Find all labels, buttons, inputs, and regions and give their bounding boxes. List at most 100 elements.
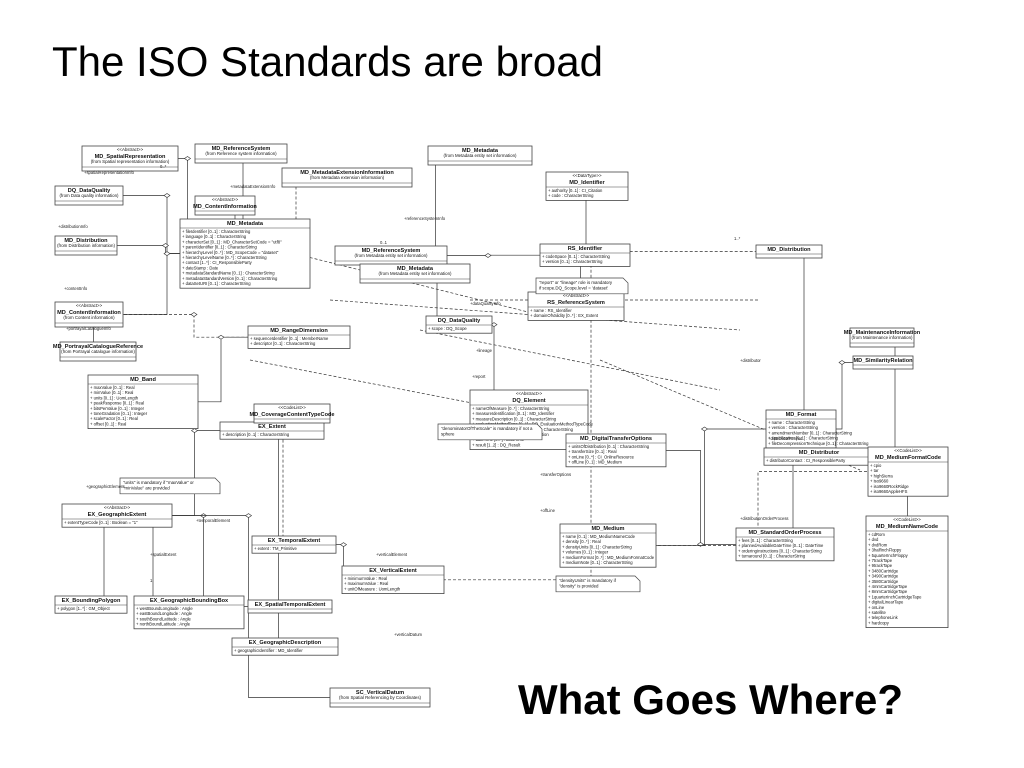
class-name: MD_Medium xyxy=(592,526,625,532)
class-name: MD_ReferenceSystem xyxy=(362,248,421,254)
class-attribute: + mediumFormat [0..*] : MD_MediumFormatC… xyxy=(562,555,655,560)
class-attribute: + density [0..*] : Real xyxy=(562,539,601,544)
note-text: "densityUnits" is mandatory if xyxy=(559,578,617,583)
class-attribute: + metadataStandardName [0..1] : Characte… xyxy=(182,271,275,276)
class-package: (from Portrayal catalogue information) xyxy=(61,349,135,354)
class-name: MD_Metadata xyxy=(227,221,264,227)
uml-class-box: MD_StandardOrderProcess+ fees [0..1] : C… xyxy=(735,527,835,562)
role-label: +dataQualityInfo xyxy=(470,301,501,306)
class-attribute: + southBoundLatitude : Angle xyxy=(136,616,192,621)
class-package: (from Data quality information) xyxy=(59,193,119,198)
uml-class-box: <<DataType>>MD_Identifier+ authority [0.… xyxy=(545,171,629,201)
class-name: EX_BoundingPolygon xyxy=(62,598,121,604)
class-stereotype: <<CodeList>> xyxy=(894,448,922,453)
uml-class-box: MD_Metadata(from Metadata entity set inf… xyxy=(359,263,471,284)
class-attribute: + fileDecompressionTechnique [0..1] : Ch… xyxy=(768,441,869,446)
uml-note: "denominatorOfTheScale" is mandatory if … xyxy=(437,423,543,441)
class-attribute: + minValue [0..1] : Real xyxy=(90,390,133,395)
class-attribute: + northBoundLatitude : Angle xyxy=(136,622,191,627)
class-attribute: + version : CharacterString xyxy=(768,425,819,430)
uml-class-box: MD_MaintenanceInformation(from Maintenan… xyxy=(844,327,921,348)
class-name: MD_Metadata xyxy=(397,266,434,272)
uml-class-box: EX_TemporalExtent+ extent : TM_Primitive xyxy=(251,535,337,554)
class-stereotype: <<Abstract>> xyxy=(516,391,543,396)
class-attribute: + iso9660AppleHFS xyxy=(870,489,908,494)
role-label: +geographicElement xyxy=(86,484,125,489)
slide-title: The ISO Standards are broad xyxy=(52,38,603,85)
uml-class-box: MD_Metadata+ fileIdentifier [0..1] : Cha… xyxy=(179,218,311,289)
class-name: EX_Extent xyxy=(258,424,286,430)
class-attribute: + telephoneLink xyxy=(868,615,899,620)
class-package: (from Metadata extension information) xyxy=(310,175,385,180)
class-package: (from Metadata entity set information) xyxy=(355,253,429,258)
class-attribute: + name : CharacterString xyxy=(768,420,816,425)
class-attribute: + measureIdentification [0..1] : MD_Iden… xyxy=(472,411,555,416)
role-label: +offLine xyxy=(540,508,556,513)
uml-note: "units" is mandatory if "maxValue" or"mi… xyxy=(119,477,221,495)
class-name: MD_Distribution xyxy=(64,238,108,244)
class-attribute: + hierarchyLevel [0..*] : MD_ScopeCode =… xyxy=(182,250,279,255)
class-attribute: + transferSize [0..1] : Real xyxy=(568,449,617,454)
uml-class-box: MD_RangeDimension+ sequenceIdentifier [0… xyxy=(247,325,351,349)
class-stereotype: <<Abstract>> xyxy=(117,147,144,152)
class-attribute: + domainOfValidity [0..*] : EX_Extent xyxy=(530,313,599,318)
uml-class-box: MD_MetadataExtensionInformation(from Met… xyxy=(281,167,413,188)
class-attribute: + characterSet [0..1] : MD_CharacterSetC… xyxy=(182,239,282,244)
uml-class-box: EX_Extent+ description [0..1] : Characte… xyxy=(219,421,325,440)
role-label: +spatialExtent xyxy=(150,552,177,557)
class-attribute: + measureDescription [0..1] : CharacterS… xyxy=(472,416,557,421)
class-attribute: + onLine [0..*] : CI_OnlineResource xyxy=(568,454,635,459)
class-attribute: + specification [0..1] : CharacterString xyxy=(768,436,839,441)
class-attribute: + dateStamp : Date xyxy=(182,265,219,270)
class-name: MD_CoverageContentTypeCode xyxy=(249,412,334,418)
association-line xyxy=(117,430,272,516)
role-label: +contentInfo xyxy=(64,286,88,291)
uml-class-box: EX_SpatialTemporalExtent xyxy=(247,599,333,614)
role-label: +distributor xyxy=(740,358,761,363)
class-name: MD_MediumFormatCode xyxy=(875,455,941,461)
uml-class-box: EX_VerticalExtent+ minimumValue : Real+ … xyxy=(341,565,445,595)
uml-class-box: EX_GeographicDescription+ geographicIden… xyxy=(231,637,339,656)
class-attribute: + dvd xyxy=(868,537,879,542)
uml-class-box: RS_Identifier+ codeSpace [0..1] : Charac… xyxy=(539,243,631,267)
role-label: +temporalElement xyxy=(196,518,231,523)
role-label: +distributionOrderProcess xyxy=(740,516,789,521)
note-text: "minValue" are provided xyxy=(123,485,170,490)
association-line xyxy=(272,430,294,545)
uml-class-box: <<Abstract>>RS_ReferenceSystem+ name : R… xyxy=(527,291,625,321)
class-attribute: + nameOfMeasure [0..*] : CharacterString xyxy=(472,406,550,411)
uml-notes: "report" or "lineage" role is mandatoryi… xyxy=(119,277,641,593)
class-name: RS_Identifier xyxy=(568,246,603,252)
class-attribute: + iso9660 xyxy=(870,479,889,484)
class-attribute: + iso9660RockRidge xyxy=(870,484,909,489)
class-attribute: + contact [1..*] : CI_ResponsibleParty xyxy=(182,260,253,265)
uml-note: "densityUnits" is mandatory if"density" … xyxy=(555,575,641,593)
class-name: MD_Distribution xyxy=(767,247,811,253)
role-label: 1 xyxy=(150,578,153,583)
class-name: EX_GeographicExtent xyxy=(88,512,147,518)
class-attribute: + 3480Cartridge xyxy=(868,568,899,573)
class-name: EX_GeographicDescription xyxy=(249,640,322,646)
class-attribute: + maxValue [0..1] : Real xyxy=(90,385,135,390)
class-name: MD_StandardOrderProcess xyxy=(748,530,821,536)
role-label: +lineage xyxy=(476,348,493,353)
class-attribute: + minimumValue : Real xyxy=(344,576,387,581)
role-label: +verticalDatum xyxy=(394,632,423,637)
class-attribute: + tar xyxy=(870,468,879,473)
class-attribute: + name : RS_Identifier xyxy=(530,308,572,313)
class-name: MD_SimilarityRelation xyxy=(853,358,913,364)
class-name: DQ_Element xyxy=(512,398,545,404)
class-attribute: + units [0..1] : UomLength xyxy=(90,395,139,400)
class-attribute: + offset [0..1] : Real xyxy=(90,421,126,426)
uml-classes: <<Abstract>>MD_SpatialRepresentation(fro… xyxy=(53,143,949,708)
class-name: MD_MetadataExtensionInformation xyxy=(300,170,394,176)
role-label: +transferOptions xyxy=(540,472,571,477)
class-attribute: + satellite xyxy=(868,610,886,615)
note-text: "report" or "lineage" role is mandatory xyxy=(539,280,613,285)
aggregation-diamond xyxy=(490,322,498,327)
uml-note: "report" or "lineage" role is mandatoryi… xyxy=(535,277,629,295)
uml-class-box: <<Abstract>>MD_ContentInformation(from C… xyxy=(54,301,124,328)
role-label: +metadataExtensionInfo xyxy=(230,184,276,189)
role-label: +verticalElement xyxy=(376,552,408,557)
class-attribute: + result [1..2] : DQ_Result xyxy=(472,442,521,447)
